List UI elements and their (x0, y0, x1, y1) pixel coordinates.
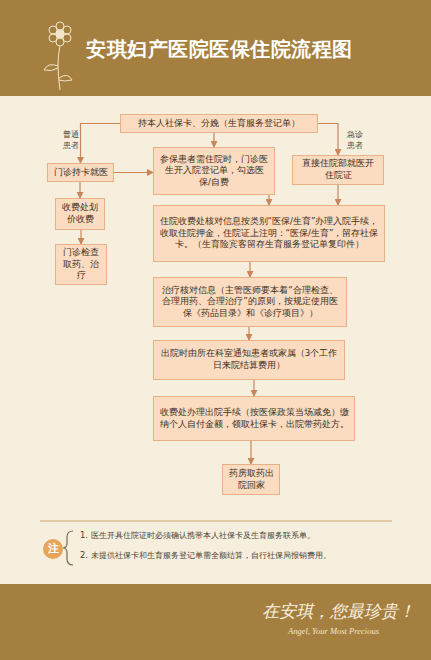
flow-arrow (80, 230, 81, 244)
flower-icon (44, 22, 72, 90)
node-text: 直接住院部就医开住院证 (298, 158, 378, 181)
node-text: 出院时由所在科室通知患者或家属（3个工作日来院结算费用） (159, 348, 339, 371)
edge-label: 普通患者 (61, 129, 80, 151)
process-box: 参保患者需住院时，门诊医生开入院登记单，勾选医保/自费 (153, 147, 275, 195)
process-box: 门诊检查取药、治疗 (55, 244, 107, 285)
edge-label: 急诊患者 (345, 129, 364, 151)
node-text: 持本人社保卡、分娩（生育服务登记单） (138, 118, 300, 130)
flow-arrow (249, 262, 250, 277)
node-text: 住院收费处核对信息按类别“医保/生育”办理入院手续，收取住院押金，住院证上注明：… (159, 216, 379, 251)
flow-arrow (268, 195, 269, 205)
flow-arrow (248, 327, 249, 340)
node-text: 参保患者需住院时，门诊医生开入院登记单，勾选医保/自费 (159, 154, 269, 189)
process-box: 持本人社保卡、分娩（生育服务登记单） (120, 114, 318, 133)
flow-arrow (253, 380, 254, 396)
slogan-text: Angel, Your Most Precious (288, 626, 428, 636)
note-text: 2. 未提供社保卡和生育服务登记单需全额结算，自行社保局报销费用。 (80, 550, 410, 561)
node-text: 治疗核对信息（主管医师要本着“合理检查、合理用药、合理治疗”的原则，按规定使用医… (159, 285, 341, 320)
node-text: 门诊检查取药、治疗 (61, 247, 101, 282)
flow-arrow (81, 124, 121, 164)
process-box: 收费处划价收费 (55, 198, 105, 230)
node-text: 注 (48, 542, 59, 557)
process-box: 直接住院部就医开住院证 (292, 155, 384, 185)
flow-arrow (250, 441, 251, 464)
flow-arrow (79, 182, 80, 198)
node-text: 药房取药出院回家 (228, 468, 274, 491)
node-text: 门诊持卡就医 (54, 167, 108, 179)
footer-band (0, 584, 431, 660)
process-box: 门诊持卡就医 (47, 163, 114, 182)
diagram-title: 安琪妇产医院医保住院流程图 (86, 36, 416, 63)
node-text: 收费处划价收费 (61, 202, 99, 225)
note-marker: 注 (43, 539, 63, 559)
node-text: 收费处办理出院手续（按医保政策当场减免）缴纳个人自付金额，领取社保卡，出院带药处… (159, 407, 349, 430)
flow-arrow (318, 124, 338, 156)
process-box: 出院时由所在科室通知患者或家属（3个工作日来院结算费用） (153, 340, 345, 380)
brace (63, 531, 73, 565)
process-box: 住院收费处核对信息按类别“医保/生育”办理入院手续，收取住院押金，住院证上注明：… (153, 205, 385, 262)
separator-line (40, 521, 392, 522)
flow-arrow (114, 172, 153, 173)
note-text: 1. 医生开具住院证时必须确认携带本人社保卡及生育服务联系单。 (80, 530, 410, 541)
flow-arrow (213, 133, 214, 147)
flow-arrow (337, 185, 338, 205)
process-box: 收费处办理出院手续（按医保政策当场减免）缴纳个人自付金额，领取社保卡，出院带药处… (153, 396, 355, 441)
process-box: 药房取药出院回家 (222, 464, 280, 495)
slogan-text: 在安琪，您最珍贵！ (262, 600, 427, 623)
process-box: 治疗核对信息（主管医师要本着“合理检查、合理用药、合理治疗”的原则，按规定使用医… (153, 277, 347, 327)
